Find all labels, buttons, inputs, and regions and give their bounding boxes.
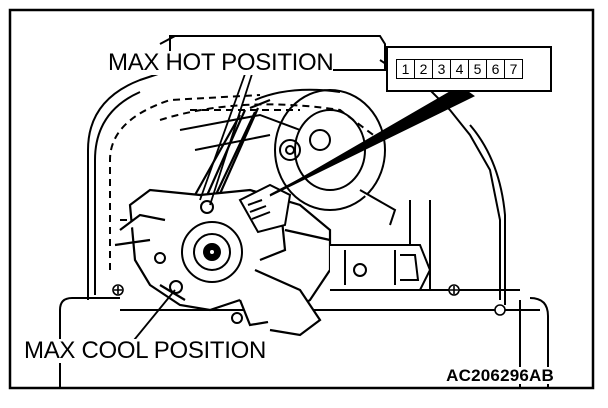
max-hot-leader-2 bbox=[199, 73, 246, 201]
actuator-lever bbox=[154, 200, 243, 324]
connector-pointer bbox=[269, 85, 475, 197]
connector-pin-diagram: 1 2 3 4 5 6 7 bbox=[396, 59, 523, 79]
max-hot-leader-1 bbox=[209, 73, 253, 206]
connector-pin: 7 bbox=[509, 61, 518, 77]
max-hot-position-label: MAX HOT POSITION bbox=[108, 49, 334, 76]
mounting-bracket bbox=[330, 189, 432, 291]
connector-pin: 2 bbox=[415, 60, 433, 78]
figure-id-label: AC206296AB bbox=[446, 366, 554, 385]
screws bbox=[112, 284, 506, 316]
connector-pin: 1 bbox=[397, 60, 415, 78]
max-cool-leader bbox=[129, 289, 176, 346]
connector-pin: 6 bbox=[487, 60, 505, 78]
connector-pin: 4 bbox=[451, 60, 469, 78]
blend-door-drum bbox=[179, 88, 386, 211]
connector-pin: 3 bbox=[433, 60, 451, 78]
figure-frame bbox=[8, 8, 595, 390]
max-cool-position-label: MAX COOL POSITION bbox=[24, 337, 267, 364]
connector-pin: 5 bbox=[469, 60, 487, 78]
motor-connector bbox=[238, 183, 292, 234]
linkage-rods bbox=[194, 98, 271, 206]
